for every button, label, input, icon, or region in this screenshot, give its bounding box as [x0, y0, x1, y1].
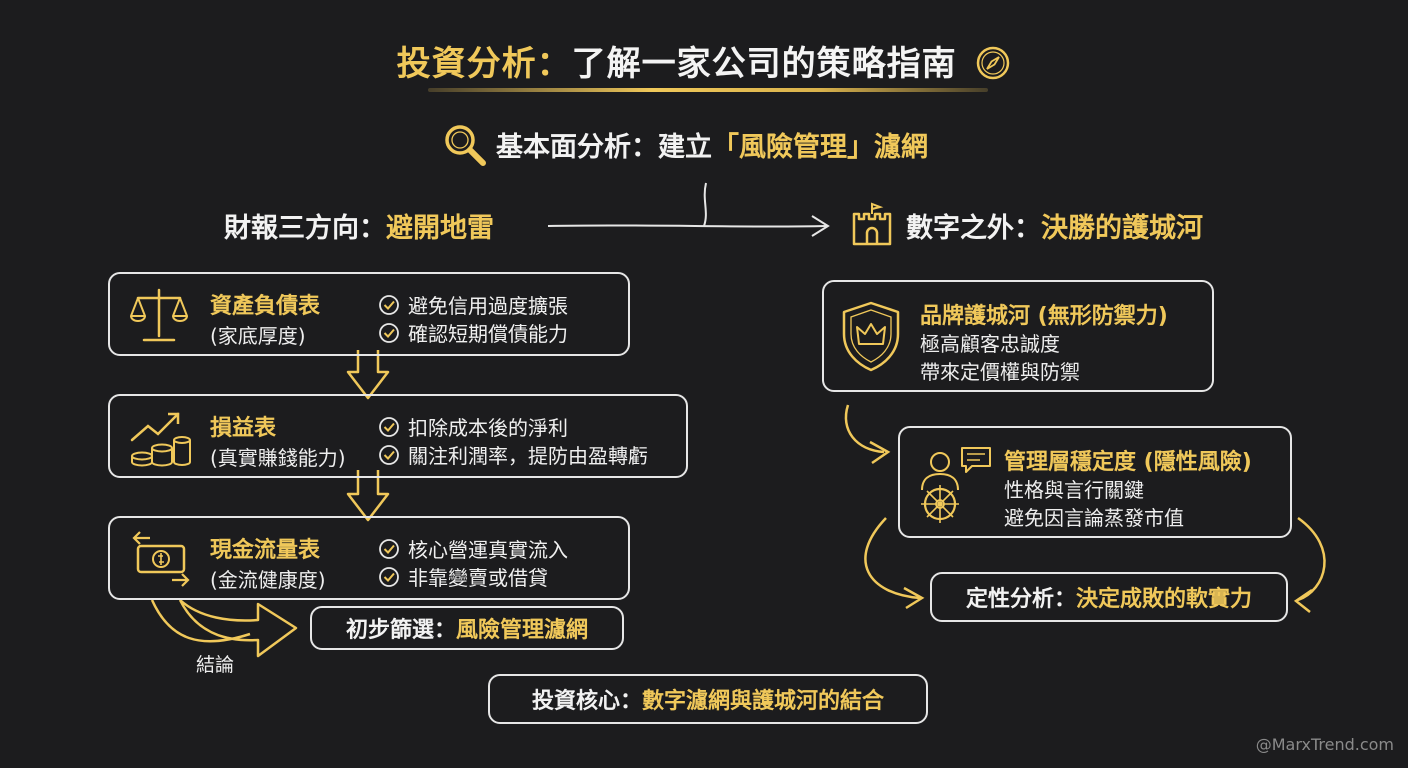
check-circle-icon: [379, 566, 399, 587]
check-circle-icon: [379, 294, 399, 315]
income-statement-subtitle: (真實賺錢能力): [210, 446, 346, 470]
check-circle-icon: [379, 322, 399, 343]
management-card: 管理層穩定度 (隱性風險) 性格與言行關鍵 避免因言論蒸發市值: [898, 426, 1292, 538]
cash-flow-icon: [132, 531, 190, 587]
down-arrow-1: [346, 350, 390, 400]
check-circle-icon: [379, 444, 399, 465]
title-part2: 了解一家公司的策略指南: [571, 44, 957, 84]
captain-wheel-icon: [921, 447, 991, 523]
check-circle-icon: [379, 416, 399, 437]
balance-sheet-title: 資產負債表: [210, 294, 321, 319]
screening-box: 初步篩選：風險管理濾網: [310, 606, 624, 650]
brand-moat-line-2: 帶來定價權與防禦: [920, 360, 1080, 384]
qual-arrow-right: [1297, 516, 1326, 602]
core-box: 投資核心：數字濾網與護城河的結合: [488, 674, 928, 724]
cash-flow-card: 現金流量表 (金流健康度) 核心營運真實流入 非靠變賣或借貸: [108, 516, 630, 600]
cash-flow-subtitle: (金流健康度): [210, 568, 326, 592]
brand-moat-line-1: 極高顧客忠誠度: [920, 332, 1060, 356]
list-item: 關注利潤率，提防由盈轉虧: [378, 440, 648, 469]
conclusion-arrow: [178, 599, 298, 658]
list-item: 確認短期償債能力: [378, 318, 568, 347]
balance-scale-icon: [130, 288, 188, 342]
coins-growth-icon: [130, 412, 191, 467]
watermark: @MarxTrend.com: [1255, 735, 1394, 754]
screening-highlight: 風險管理濾網: [456, 618, 589, 643]
branch-connector: [703, 182, 707, 227]
compass-icon: [977, 46, 1010, 80]
left-header: 財報三方向：避開地雷: [224, 206, 494, 245]
moat-arrow-1: [844, 404, 885, 454]
core-label: 投資核心：: [531, 689, 642, 714]
income-statement-card: 損益表 (真實賺錢能力) 扣除成本後的淨利 關注利潤率，提防由盈轉虧: [108, 394, 688, 478]
brand-moat-title: 品牌護城河 (無形防禦力): [920, 304, 1168, 329]
fundamental-header: 基本面分析：建立「風險管理」濾網: [442, 122, 928, 168]
qual-arrow-left: [864, 517, 921, 600]
down-arrow-2: [346, 470, 390, 522]
title-part1: 投資分析：: [396, 44, 572, 84]
magnifier-icon: [445, 125, 486, 166]
header-arrow: [547, 224, 827, 228]
conclusion-label: 結論: [196, 654, 235, 676]
management-line-1: 性格與言行關鍵: [1004, 478, 1144, 502]
shield-crown-icon: [842, 301, 900, 372]
list-item: 避免信用過度擴張: [378, 290, 568, 319]
fundamental-label: 基本面分析：建立: [496, 132, 712, 163]
right-header: 數字之外：決勝的護城河: [906, 206, 1203, 245]
management-title: 管理層穩定度 (隱性風險): [1004, 450, 1252, 475]
qualitative-box: 定性分析：決定成敗的軟實力: [930, 572, 1288, 622]
core-highlight: 數字濾網與護城河的結合: [642, 689, 885, 714]
left-header-label: 財報三方向：: [224, 213, 386, 244]
page-title: 投資分析：了解一家公司的策略指南: [0, 36, 1408, 85]
list-item: 非靠變賣或借貸: [378, 562, 548, 591]
check-circle-icon: [379, 538, 399, 559]
left-header-highlight: 避開地雷: [386, 213, 494, 244]
title-underline: [428, 88, 988, 92]
management-line-2: 避免因言論蒸發市值: [1004, 506, 1184, 530]
right-header-highlight: 決勝的護城河: [1041, 213, 1203, 244]
list-item: 扣除成本後的淨利: [378, 412, 568, 441]
list-item: 核心營運真實流入: [378, 534, 568, 563]
fundamental-highlight: 「風險管理」濾網: [712, 132, 928, 163]
qualitative-highlight: 決定成敗的軟實力: [1076, 587, 1253, 612]
balance-sheet-subtitle: (家底厚度): [210, 324, 306, 348]
qualitative-label: 定性分析：: [965, 587, 1076, 612]
right-header-label: 數字之外：: [906, 213, 1041, 244]
castle-icon: [848, 200, 896, 252]
balance-sheet-card: 資產負債表 (家底厚度) 避免信用過度擴張 確認短期償債能力: [108, 272, 630, 356]
income-statement-title: 損益表: [210, 416, 277, 441]
cash-flow-title: 現金流量表: [210, 538, 321, 563]
screening-label: 初步篩選：: [345, 618, 456, 643]
brand-moat-card: 品牌護城河 (無形防禦力) 極高顧客忠誠度 帶來定價權與防禦: [822, 280, 1214, 392]
